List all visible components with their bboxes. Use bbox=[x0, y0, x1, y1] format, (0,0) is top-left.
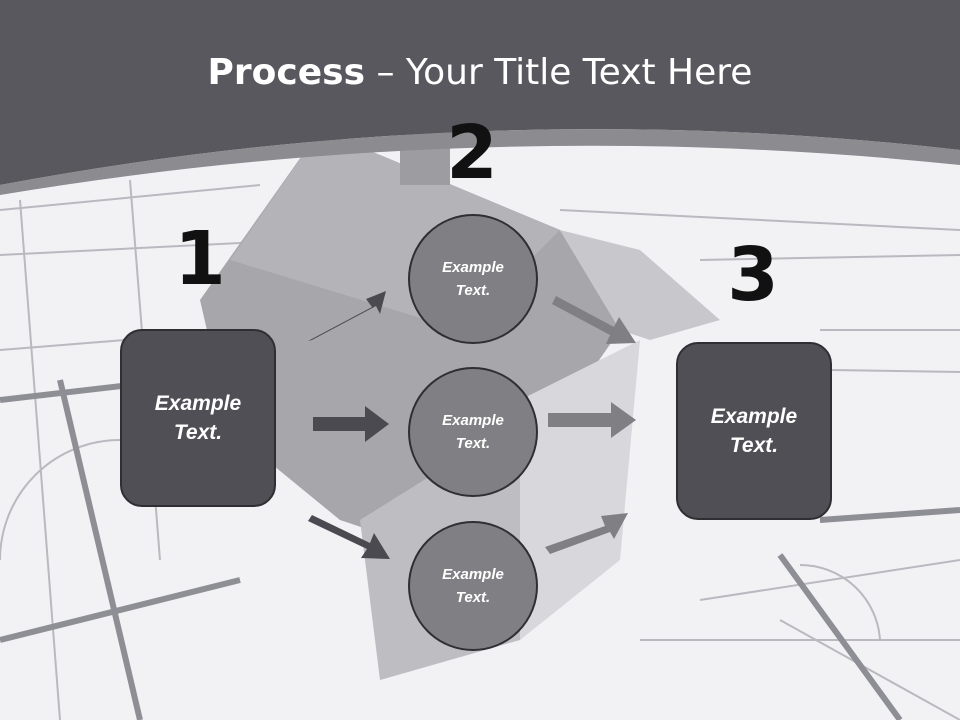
arrow-middle-to-3 bbox=[548, 402, 636, 438]
step-number-2: 2 bbox=[446, 110, 498, 196]
header-band bbox=[0, 0, 960, 185]
arrow-top-to-3 bbox=[552, 296, 636, 344]
circle-middle: Example Text. bbox=[408, 367, 538, 497]
step-1-box: Example Text. bbox=[120, 329, 276, 507]
circle-top: Example Text. bbox=[408, 214, 538, 344]
step-number-3: 3 bbox=[727, 232, 779, 318]
circle-bottom-text: Example Text. bbox=[442, 566, 504, 606]
title-bold: Process bbox=[207, 52, 366, 93]
step-3-text: Example Text. bbox=[710, 405, 798, 457]
step-3-box: Example Text. bbox=[676, 342, 832, 520]
arrow-1-to-top bbox=[308, 291, 386, 341]
circle-middle-text: Example Text. bbox=[442, 412, 504, 452]
step-1-text: Example Text. bbox=[154, 392, 242, 444]
arrow-1-to-middle bbox=[313, 406, 389, 442]
circle-bottom: Example Text. bbox=[408, 521, 538, 651]
page-title: Process – Your Title Text Here bbox=[0, 52, 960, 93]
step-number-1: 1 bbox=[174, 216, 226, 302]
circle-top-text: Example Text. bbox=[442, 259, 504, 299]
title-rest: – Your Title Text Here bbox=[365, 52, 753, 93]
arrow-1-to-bottom bbox=[308, 515, 390, 559]
arrow-bottom-to-3 bbox=[545, 513, 628, 554]
